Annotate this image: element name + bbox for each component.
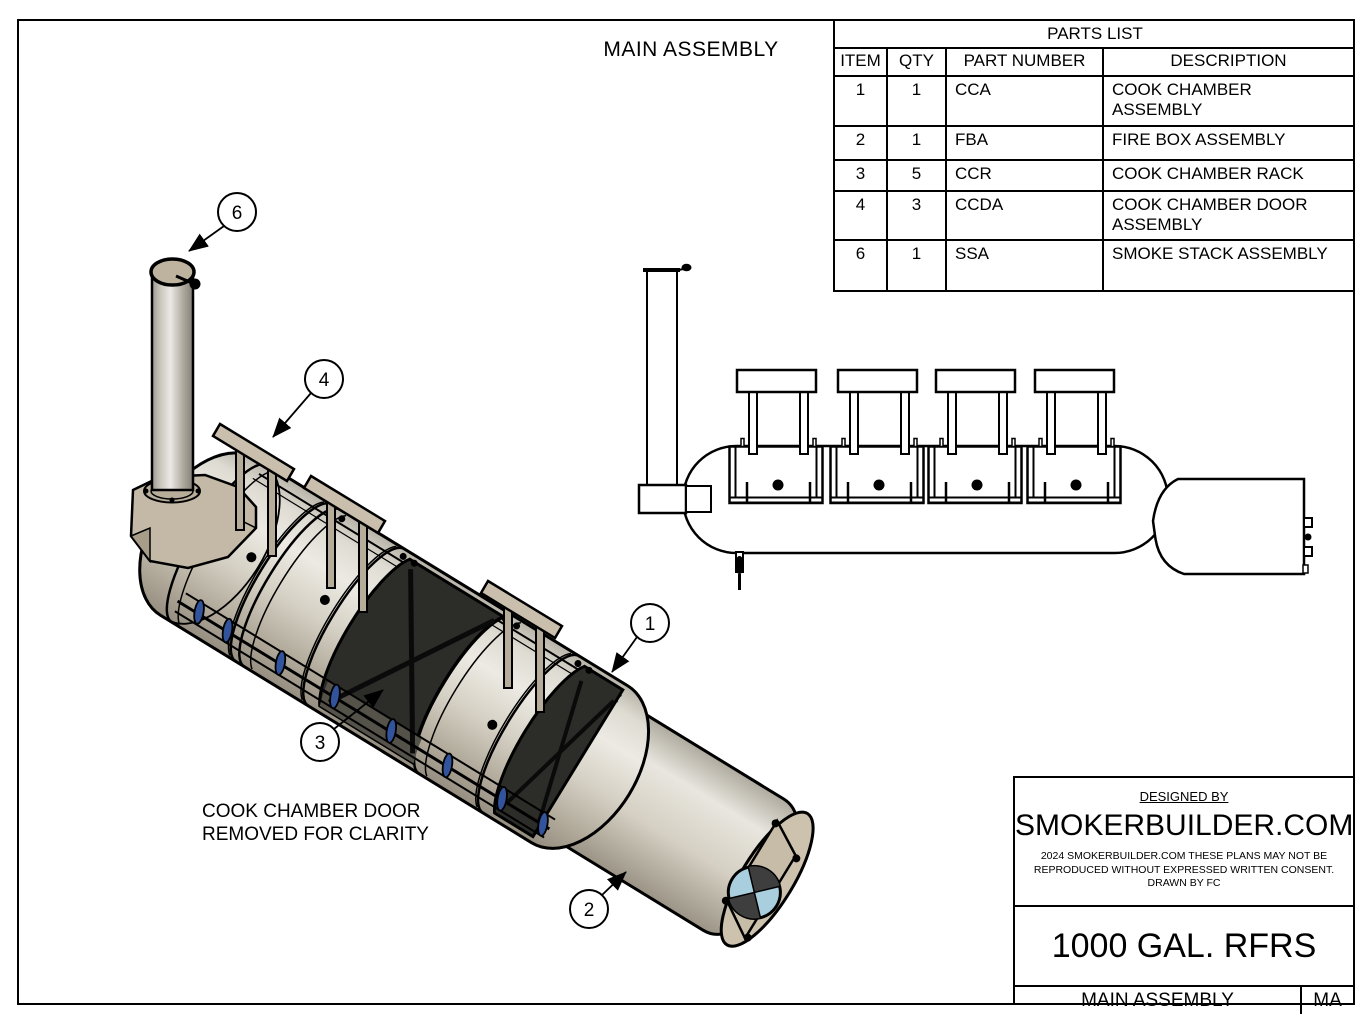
company-name: SMOKERBUILDER.COM <box>1015 809 1354 842</box>
parts-list-title: PARTS LIST <box>835 21 1355 49</box>
balloon-4: 4 <box>272 359 344 438</box>
cell-part-number: SSA <box>947 241 1104 290</box>
cell-part-number: CCR <box>947 161 1104 190</box>
side-door-2 <box>829 368 925 505</box>
cell-qty: 1 <box>888 77 947 125</box>
clarity-note-line2: REMOVED FOR CLARITY <box>202 824 429 845</box>
side-door-1 <box>728 368 824 505</box>
model-name: 1000 GAL. RFRS <box>1015 907 1353 987</box>
cell-qty: 1 <box>888 241 947 290</box>
parts-list-table: PARTS LIST ITEM QTY PART NUMBER DESCRIPT… <box>833 21 1355 292</box>
balloon-3: 3 <box>300 689 384 762</box>
table-row: 1 1 CCA COOK CHAMBER ASSEMBLY <box>835 77 1355 127</box>
table-row: 3 5 CCR COOK CHAMBER RACK <box>835 161 1355 192</box>
sheet-code: MA <box>1313 990 1342 1011</box>
head-seam <box>166 461 281 625</box>
col-header-qty: QTY <box>888 49 947 75</box>
side-drain-valve <box>735 551 744 590</box>
sheet-title: MAIN ASSEMBLY <box>1015 987 1302 1014</box>
svg-text:3: 3 <box>315 733 326 754</box>
copyright-line3: DRAWN BY FC <box>1147 877 1221 889</box>
title-block-sheet-row: MAIN ASSEMBLY MA <box>1015 987 1353 1014</box>
side-door-3 <box>927 368 1023 505</box>
view-title: MAIN ASSEMBLY <box>603 38 779 61</box>
side-door-4 <box>1026 368 1122 505</box>
balloon-2: 2 <box>569 871 627 929</box>
door-handle-3 <box>479 579 564 713</box>
cell-description: SMOKE STACK ASSEMBLY <box>1112 244 1328 263</box>
isometric-view <box>129 257 815 948</box>
smoke-stack <box>149 257 201 492</box>
rack-clips <box>193 599 549 837</box>
cell-item: 3 <box>835 161 888 190</box>
table-row: 2 1 FBA FIRE BOX ASSEMBLY <box>835 127 1355 161</box>
door-handle-2 <box>302 474 387 613</box>
col-header-item: ITEM <box>835 49 888 75</box>
cell-description: COOK CHAMBER RACK <box>1112 164 1304 183</box>
cell-qty: 3 <box>888 192 947 239</box>
cell-item: 6 <box>835 241 888 290</box>
rack-cross-brace <box>327 569 496 754</box>
balloon-6: 6 <box>188 192 257 252</box>
shell-bolt-holes <box>246 508 593 730</box>
cell-item: 1 <box>835 77 888 125</box>
side-smoke-stack <box>637 263 712 515</box>
copyright-line1: 2024 SMOKERBUILDER.COM THESE PLANS MAY N… <box>1040 850 1328 862</box>
cell-part-number: FBA <box>947 127 1104 159</box>
cell-description: COOK CHAMBER DOOR ASSEMBLY <box>1112 195 1308 234</box>
cell-description: COOK CHAMBER ASSEMBLY <box>1112 80 1252 119</box>
side-fire-box <box>1151 477 1313 576</box>
copyright-notice: 2024 SMOKERBUILDER.COM THESE PLANS MAY N… <box>1015 850 1353 891</box>
table-row: 6 1 SSA SMOKE STACK ASSEMBLY <box>835 241 1355 290</box>
cell-description: FIRE BOX ASSEMBLY <box>1112 130 1286 149</box>
parts-list-header: ITEM QTY PART NUMBER DESCRIPTION <box>835 49 1355 77</box>
side-view <box>637 263 1313 590</box>
svg-text:4: 4 <box>319 370 330 391</box>
col-header-description: DESCRIPTION <box>1170 51 1287 70</box>
balloon-1: 1 <box>611 603 670 673</box>
door-handle-1 <box>211 422 296 557</box>
clarity-note-line1: COOK CHAMBER DOOR <box>202 801 421 822</box>
balloon-callouts: 6 4 1 3 2 <box>188 192 670 929</box>
cell-item: 2 <box>835 127 888 159</box>
stack-damper-knob <box>189 278 201 290</box>
copyright-line2: REPRODUCED WITHOUT EXPRESSED WRITTEN CON… <box>1033 863 1335 876</box>
col-header-part-number: PART NUMBER <box>947 49 1104 75</box>
cell-item: 4 <box>835 192 888 239</box>
sheet-border <box>17 19 1355 1005</box>
title-block-designer-section: DESIGNED BY SMOKERBUILDER.COM 2024 SMOKE… <box>1015 789 1353 907</box>
cell-part-number: CCDA <box>947 192 1104 239</box>
designed-by-label: DESIGNED BY <box>1139 789 1229 804</box>
title-block: DESIGNED BY SMOKERBUILDER.COM 2024 SMOKE… <box>1013 776 1355 1014</box>
damper-icon <box>726 864 782 920</box>
rack-cross-brace <box>504 680 616 825</box>
clarity-note: COOK CHAMBER DOOR REMOVED FOR CLARITY <box>202 800 429 846</box>
cell-part-number: CCA <box>947 77 1104 125</box>
cell-qty: 1 <box>888 127 947 159</box>
door-opening-right <box>492 664 625 839</box>
svg-text:2: 2 <box>584 900 595 921</box>
svg-text:6: 6 <box>232 203 243 224</box>
cell-qty: 5 <box>888 161 947 190</box>
svg-text:1: 1 <box>645 614 656 635</box>
table-row: 4 3 CCDA COOK CHAMBER DOOR ASSEMBLY <box>835 192 1355 241</box>
